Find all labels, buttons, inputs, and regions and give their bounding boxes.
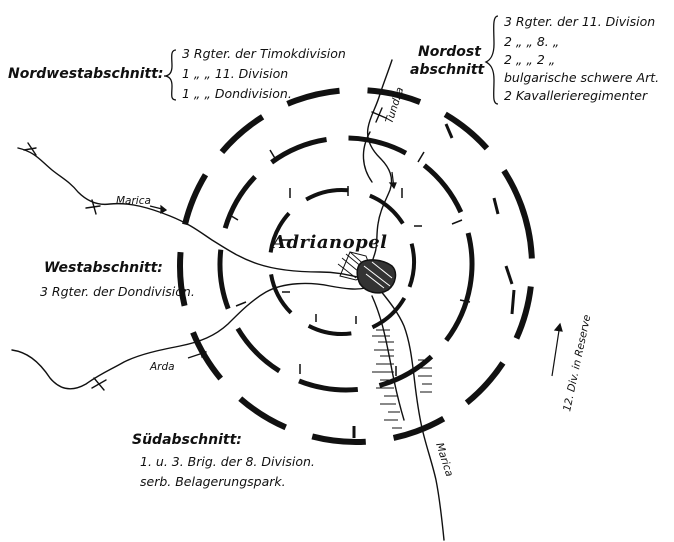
sector-line-nordwest-1: 3 Rgter. der Timokdivision: [182, 46, 346, 61]
sector-title-nordost-1: Nordost: [418, 44, 482, 60]
river-tundza: [363, 59, 393, 277]
sector-line-nordost-3: 2 „ „ 2 „: [504, 52, 555, 67]
sector-line-nordost-4: bulgarische schwere Art.: [504, 70, 659, 85]
sector-line-west-1: 3 Rgter. der Dondivision.: [40, 284, 195, 299]
bridge-mark-3: [91, 377, 107, 391]
river-label-arda: Arda: [149, 361, 175, 373]
sector-line-nordost-2: 2 „ „ 8. „: [504, 34, 559, 49]
rivers: [11, 59, 445, 541]
sector-title-nordwest: Nordwestabschnitt:: [8, 66, 164, 82]
river-label-marica-south: Marica: [433, 441, 455, 478]
outer-ring: [177, 87, 535, 445]
river-arda: [11, 282, 367, 390]
river-arrows: [149, 171, 563, 377]
bridge-mark-2: [85, 199, 101, 215]
brace-nordost: [484, 15, 499, 105]
reserve-label: 12. Div. in Reserve: [561, 314, 593, 413]
bridge-mark-4: [371, 107, 387, 123]
marsh-area: [372, 329, 432, 429]
city-area: [337, 251, 397, 294]
sector-line-nordost-5: 2 Kavallerieregimenter: [504, 88, 648, 103]
river-marica-south: [379, 289, 445, 541]
river-marica-west: [17, 147, 363, 279]
sector-line-sued-1: 1. u. 3. Brig. der 8. Division.: [140, 454, 315, 469]
river-branch: [362, 131, 373, 183]
sector-line-nordost-1: 3 Rgter. der 11. Division: [504, 14, 655, 29]
sector-line-nordwest-3: 1 „ „ Dondivision.: [182, 86, 292, 101]
bridge-mark-1: [23, 142, 37, 156]
sector-line-nordwest-2: 1 „ „ 11. Division: [182, 66, 288, 81]
ring-ticks: [227, 149, 471, 376]
brace-nordwest: [163, 49, 177, 101]
river-branch-south: [371, 295, 405, 421]
fortification-rings: [177, 87, 535, 445]
middle-ring: [217, 135, 475, 393]
sector-title-sued: Südabschnitt:: [132, 432, 242, 448]
city-label: Adrianopel: [270, 232, 388, 253]
inner-ring: [268, 188, 416, 336]
sector-title-west: Westabschnitt:: [44, 260, 163, 276]
river-label-marica-west: Marica: [116, 195, 151, 207]
outposts: [352, 123, 516, 438]
sector-line-sued-2: serb. Belagerungspark.: [140, 474, 286, 489]
sector-title-nordost-2: abschnitt: [410, 62, 486, 78]
